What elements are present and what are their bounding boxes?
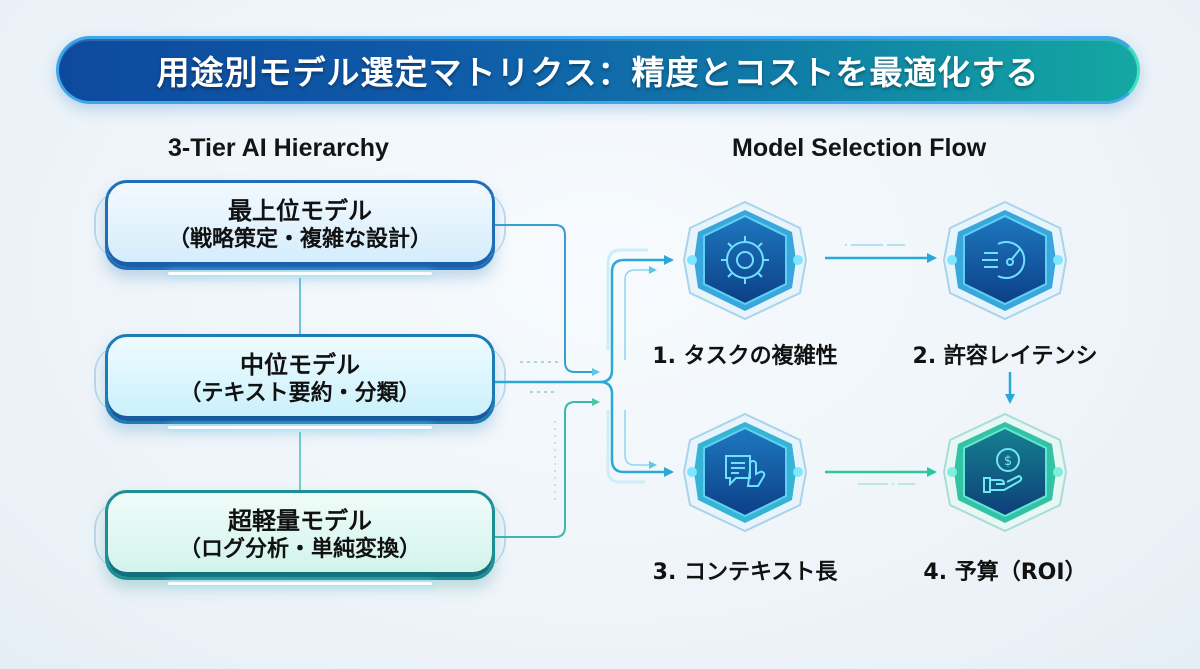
tier-box-top: 最上位モデル （戦略策定・複雑な設計）	[94, 180, 506, 275]
flow-step-3-node	[680, 410, 810, 535]
tier-name: 最上位モデル	[228, 197, 372, 225]
hand-coin-icon: $	[983, 448, 1023, 493]
tier-connector	[299, 278, 301, 334]
tier-box-light: 超軽量モデル （ログ分析・単純変換）	[94, 490, 506, 585]
tier-name: 中位モデル	[240, 351, 360, 379]
flow-title: Model Selection Flow	[732, 134, 987, 162]
svg-text:$: $	[1004, 454, 1012, 469]
page-title: 用途別モデル選定マトリクス：精度とコストを最適化する	[156, 53, 1040, 92]
tier-description: （戦略策定・複雑な設計）	[167, 227, 432, 252]
flow-step-2-label: 2. 許容レイテンシ	[912, 344, 1098, 369]
tier-description: （ログ分析・単純変換）	[178, 537, 421, 562]
speedometer-icon	[982, 241, 1026, 279]
tier-name: 超軽量モデル	[228, 507, 372, 535]
flow-step-2-node	[940, 198, 1070, 323]
flow-step-4-node: $	[940, 410, 1070, 535]
flow-step-4-label: 4. 予算（ROI）	[923, 560, 1087, 585]
flow-step-3-label: 3. コンテキスト長	[652, 560, 838, 585]
flow-step-1-node	[680, 198, 810, 323]
hierarchy-title: 3-Tier AI Hierarchy	[168, 134, 389, 162]
tier-connector	[299, 432, 301, 490]
gear-chip-icon	[721, 236, 769, 284]
flow-step-1-label: 1. タスクの複雑性	[652, 344, 838, 369]
chat-document-touch-icon	[725, 455, 766, 487]
tier-box-mid: 中位モデル （テキスト要約・分類）	[94, 334, 506, 429]
title-banner: 用途別モデル選定マトリクス：精度とコストを最適化する	[56, 36, 1140, 104]
tier-description: （テキスト要約・分類）	[179, 381, 421, 406]
